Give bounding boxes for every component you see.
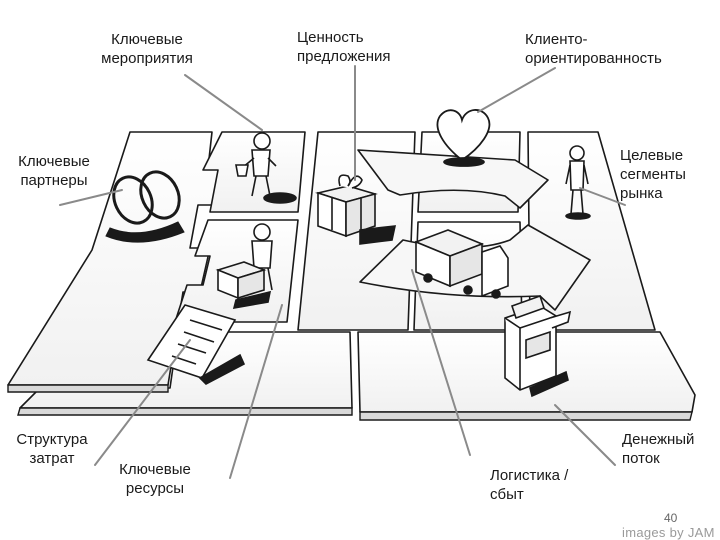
leader-cost-structure [94, 339, 191, 466]
person-with-box-icon [215, 223, 273, 310]
leader-key-partners [59, 189, 123, 206]
image-credit: images by JAM [622, 525, 715, 540]
label-key-activities: Ключевые мероприятия [101, 31, 193, 67]
person-watering-icon [235, 132, 297, 204]
leader-channels [411, 269, 471, 456]
canvas-board [7, 131, 696, 413]
leader-customer-relationships [477, 67, 556, 113]
leader-lines [59, 65, 626, 479]
person-standing-icon [565, 145, 591, 220]
leader-key-resources [229, 304, 283, 479]
label-key-resources: Ключевые ресурсы [119, 461, 191, 497]
gift-box-icon [315, 174, 397, 245]
leader-customer-segments [579, 187, 626, 206]
label-value-proposition: Ценность предложения [297, 29, 391, 65]
label-customer-relationships: Клиенто- ориентированность [525, 31, 662, 67]
linked-rings-icon [105, 170, 185, 243]
label-customer-segments: Целевые сегменты рынка [620, 147, 686, 202]
upper-loop-arrow [357, 149, 549, 209]
label-key-partners: Ключевые партнеры [18, 153, 90, 189]
cash-register-icon [504, 294, 572, 398]
label-cost-structure: Структура затрат [16, 431, 88, 467]
label-channels: Логистика / сбыт [490, 467, 569, 503]
leader-key-activities [184, 74, 263, 131]
leader-revenue-streams [554, 404, 616, 466]
page-number: 40 [664, 511, 678, 525]
document-icon [146, 304, 246, 385]
heart-icon [436, 109, 491, 167]
delivery-truck-icon [413, 229, 509, 299]
canvas-board-edge [7, 384, 693, 421]
label-revenue-streams: Денежный поток [622, 431, 695, 467]
